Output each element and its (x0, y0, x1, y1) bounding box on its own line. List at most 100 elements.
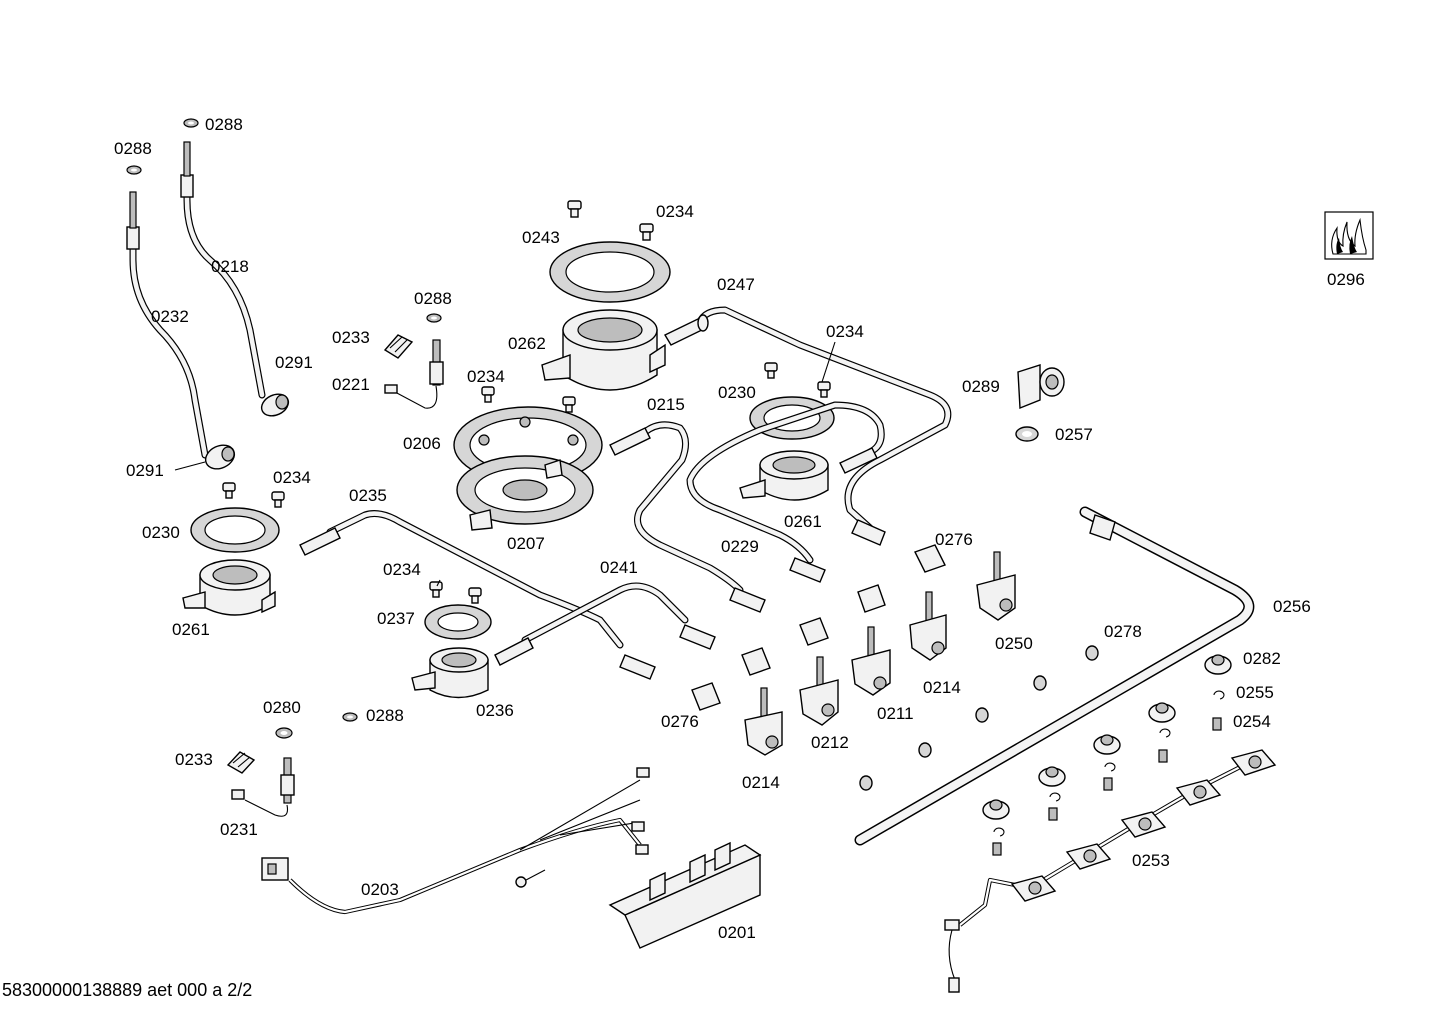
label-0215: 0215 (647, 395, 685, 414)
label-0296: 0296 (1327, 270, 1365, 289)
valve-0211 (851, 626, 891, 696)
label-0288-d: 0288 (366, 706, 404, 725)
label-0282: 0282 (1243, 649, 1281, 668)
label-0243: 0243 (522, 228, 560, 247)
circlip-0255 (993, 690, 1225, 837)
seal-0257 (1015, 426, 1039, 442)
gasket-0230-left (190, 507, 280, 553)
ignition-harness-0203 (261, 767, 650, 915)
spring-0254 (992, 717, 1222, 856)
igniter-0231 (231, 757, 295, 817)
clip-0233-a (383, 334, 414, 359)
burner-cup-0261-left (182, 559, 276, 616)
label-0288-a: 0288 (205, 115, 243, 134)
gas-pipe-0215 (609, 421, 766, 613)
label-0257: 0257 (1055, 425, 1093, 444)
igniter-0221 (384, 339, 444, 409)
washer-0280 (275, 727, 293, 739)
label-0276-a: 0276 (935, 530, 973, 549)
document-footer-code: 58300000138889 aet 000 a 2/2 (2, 980, 253, 1000)
label-0233-b: 0233 (175, 750, 213, 769)
valve-0214-upper (909, 591, 947, 661)
thermocouple-0218 (180, 141, 290, 417)
burner-cup-0262 (541, 309, 666, 391)
injector-0276 (691, 544, 946, 711)
knob-cap-0282 (982, 654, 1232, 820)
label-0234-b: 0234 (656, 202, 694, 221)
label-0207: 0207 (507, 534, 545, 553)
label-0206: 0206 (403, 434, 441, 453)
label-0254: 0254 (1233, 712, 1271, 731)
gas-flame-icon (1324, 211, 1374, 260)
gas-pipe-0229 (686, 401, 885, 583)
label-0203: 0203 (361, 880, 399, 899)
label-0291-b: 0291 (126, 461, 164, 480)
elbow-connector-0289 (1017, 364, 1065, 410)
label-0232: 0232 (151, 307, 189, 326)
thermocouple-0232 (126, 191, 236, 470)
label-0261-a: 0261 (172, 620, 210, 639)
label-0201: 0201 (718, 923, 756, 942)
label-0253: 0253 (1132, 851, 1170, 870)
label-0234-c: 0234 (467, 367, 505, 386)
label-0214-a: 0214 (923, 678, 961, 697)
gasket-0243 (549, 241, 671, 303)
label-0278: 0278 (1104, 622, 1142, 641)
burner-cup-0261-right (739, 450, 829, 501)
washer-0288-d (342, 712, 358, 722)
gas-pipe-0241 (494, 582, 716, 666)
label-0255: 0255 (1236, 683, 1274, 702)
washer-0288-c (426, 313, 442, 323)
clip-0233-b (226, 751, 256, 774)
label-0250: 0250 (995, 634, 1033, 653)
gasket-0237 (424, 604, 492, 640)
ignition-switch-harness-0253 (944, 749, 1277, 993)
label-0237: 0237 (377, 609, 415, 628)
label-0241: 0241 (600, 558, 638, 577)
label-0262: 0262 (508, 334, 546, 353)
screw-0234-lower (429, 581, 482, 604)
label-0234-d: 0234 (826, 322, 864, 341)
label-0276-b: 0276 (661, 712, 699, 731)
label-0218: 0218 (211, 257, 249, 276)
valve-0212 (799, 656, 839, 726)
label-0235: 0235 (349, 486, 387, 505)
gas-pipe-0247 (664, 306, 952, 546)
label-0256: 0256 (1273, 597, 1311, 616)
ignition-module-0201 (608, 841, 762, 949)
label-0288-c: 0288 (414, 289, 452, 308)
label-0221: 0221 (332, 375, 370, 394)
label-0234-a: 0234 (273, 468, 311, 487)
screw-0234-right (764, 362, 831, 398)
label-0211: 0211 (877, 704, 914, 723)
gas-pipe-0235 (299, 510, 656, 680)
label-0233-a: 0233 (332, 328, 370, 347)
leader-lines (174, 341, 836, 587)
valve-0214-lower (744, 687, 783, 756)
washer-0288-b (126, 165, 142, 175)
gas-rail-0256 (854, 506, 1255, 846)
wok-base-0207 (456, 455, 594, 531)
label-0236: 0236 (476, 701, 514, 720)
label-0214-b: 0214 (742, 773, 780, 792)
valve-0250 (976, 551, 1016, 621)
seal-rings-0278 (859, 645, 1099, 791)
burner-cup-0236 (411, 647, 489, 699)
label-0261-b: 0261 (784, 512, 822, 531)
label-0229: 0229 (721, 537, 759, 556)
label-0288-b: 0288 (114, 139, 152, 158)
label-0291-a: 0291 (275, 353, 313, 372)
label-0280: 0280 (263, 698, 301, 717)
label-0247: 0247 (717, 275, 755, 294)
label-0230-b: 0230 (718, 383, 756, 402)
label-0212: 0212 (811, 733, 849, 752)
label-0230-a: 0230 (142, 523, 180, 542)
washer-0288-a (183, 118, 199, 128)
label-0289: 0289 (962, 377, 1000, 396)
screw-0234-top (567, 200, 654, 241)
part-labels: 0288 0288 0218 0232 0291 0291 0234 0230 … (114, 115, 1365, 942)
screw-0234-centre (481, 386, 576, 413)
label-0231: 0231 (220, 820, 258, 839)
screw-0234-left (222, 482, 285, 508)
